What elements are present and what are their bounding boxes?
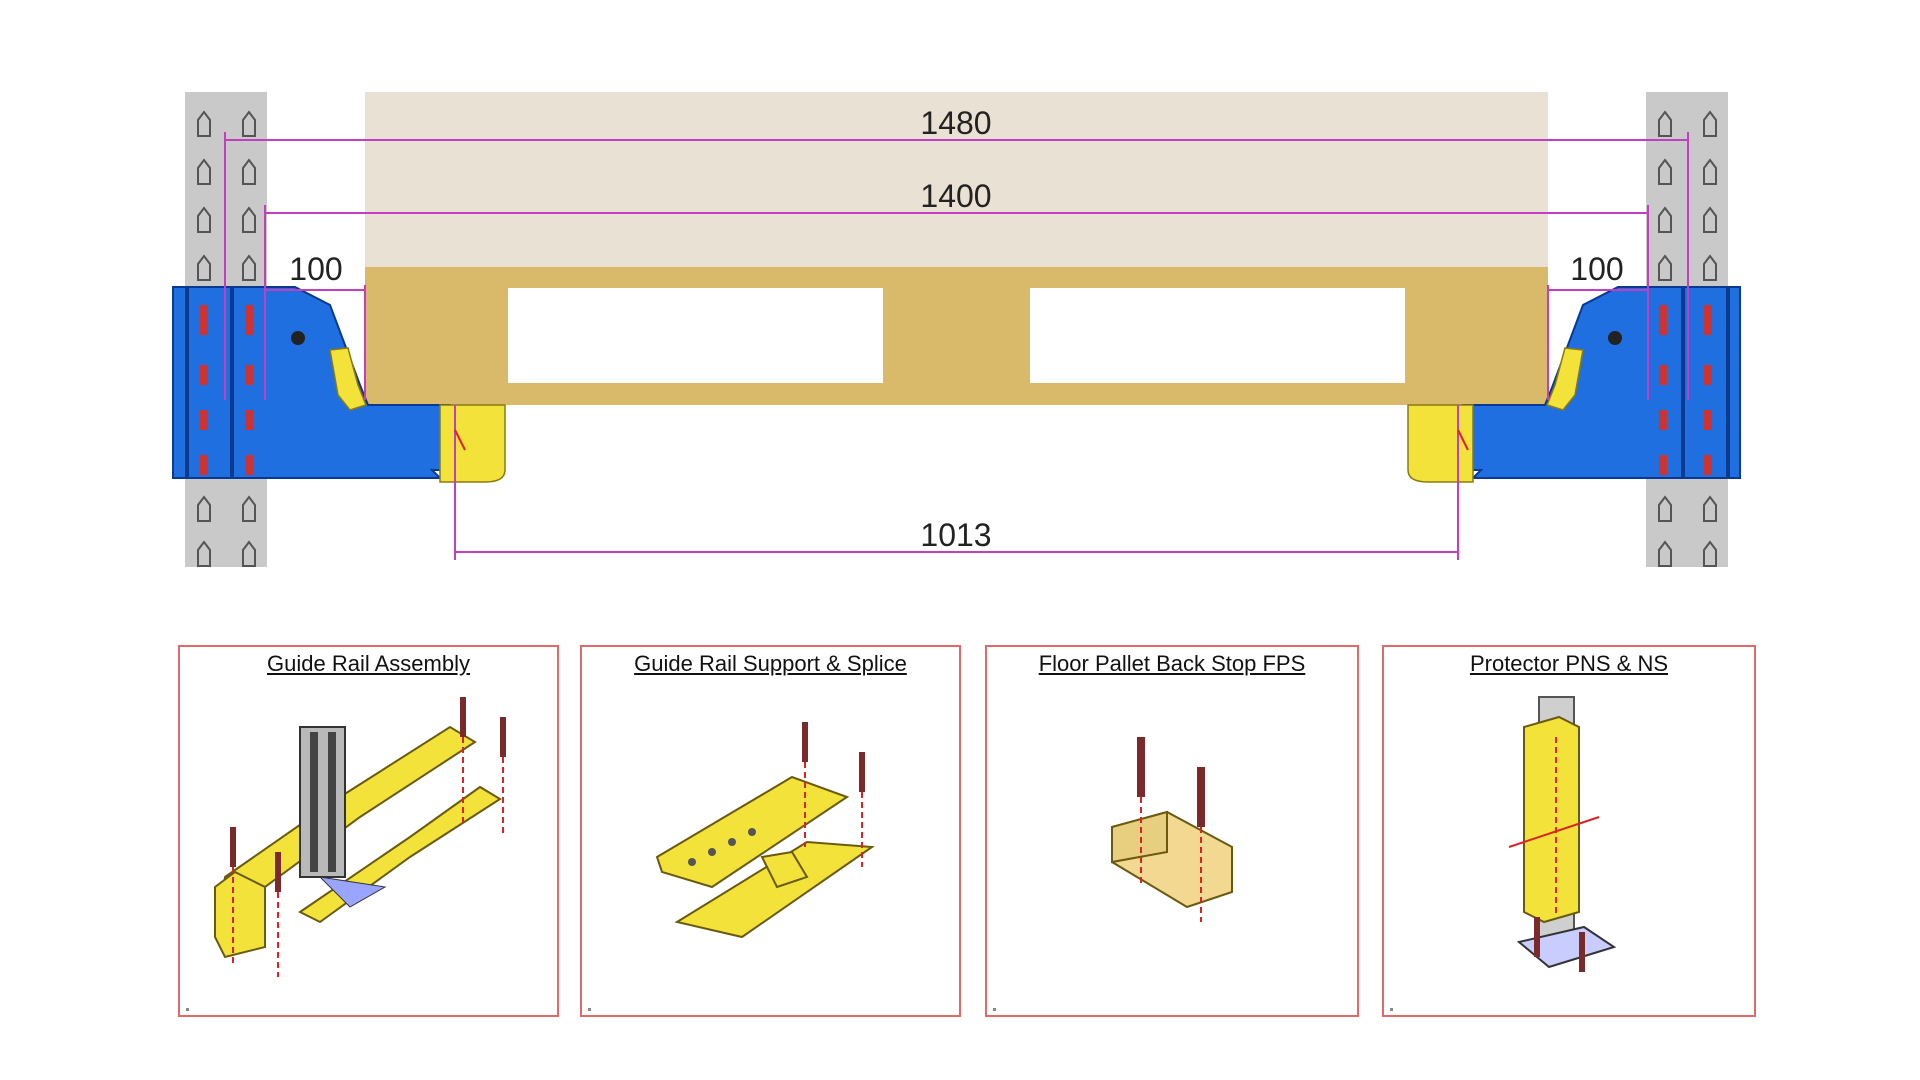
panel-floor-pallet-back-stop: Floor Pallet Back Stop FPS [985, 645, 1359, 1017]
guide-rail-assembly-illustration [214, 697, 506, 977]
panel-title: Protector PNS & NS [1469, 651, 1669, 676]
panel-protector-pns-ns: Protector PNS & NS [1382, 645, 1756, 1017]
dim-right-label: 100 [1570, 251, 1623, 287]
panel-title: Guide Rail Support & Splice [634, 651, 907, 676]
pallet-opening-left [508, 288, 883, 383]
panel-title: Floor Pallet Back Stop FPS [1038, 651, 1306, 676]
guide-rail-left [172, 286, 506, 483]
floor-pallet-back-stop-illustration [1111, 737, 1233, 922]
pallet-load [365, 92, 1548, 267]
protector-illustration [1508, 696, 1617, 972]
panel-guide-rail-support-splice: Guide Rail Support & Splice [580, 645, 961, 1017]
guide-rail-support-illustration [655, 722, 875, 939]
guide-rail-right [1407, 286, 1741, 483]
dim-gap-label: 1013 [920, 517, 991, 553]
dim-left-label: 100 [289, 251, 342, 287]
panel-title: Guide Rail Assembly [267, 651, 470, 676]
panel-guide-rail-assembly: Guide Rail Assembly [178, 645, 559, 1017]
pallet-opening-right [1030, 288, 1405, 383]
dim-overall-label: 1480 [920, 105, 991, 141]
dim-pallet-label: 1400 [920, 178, 991, 214]
